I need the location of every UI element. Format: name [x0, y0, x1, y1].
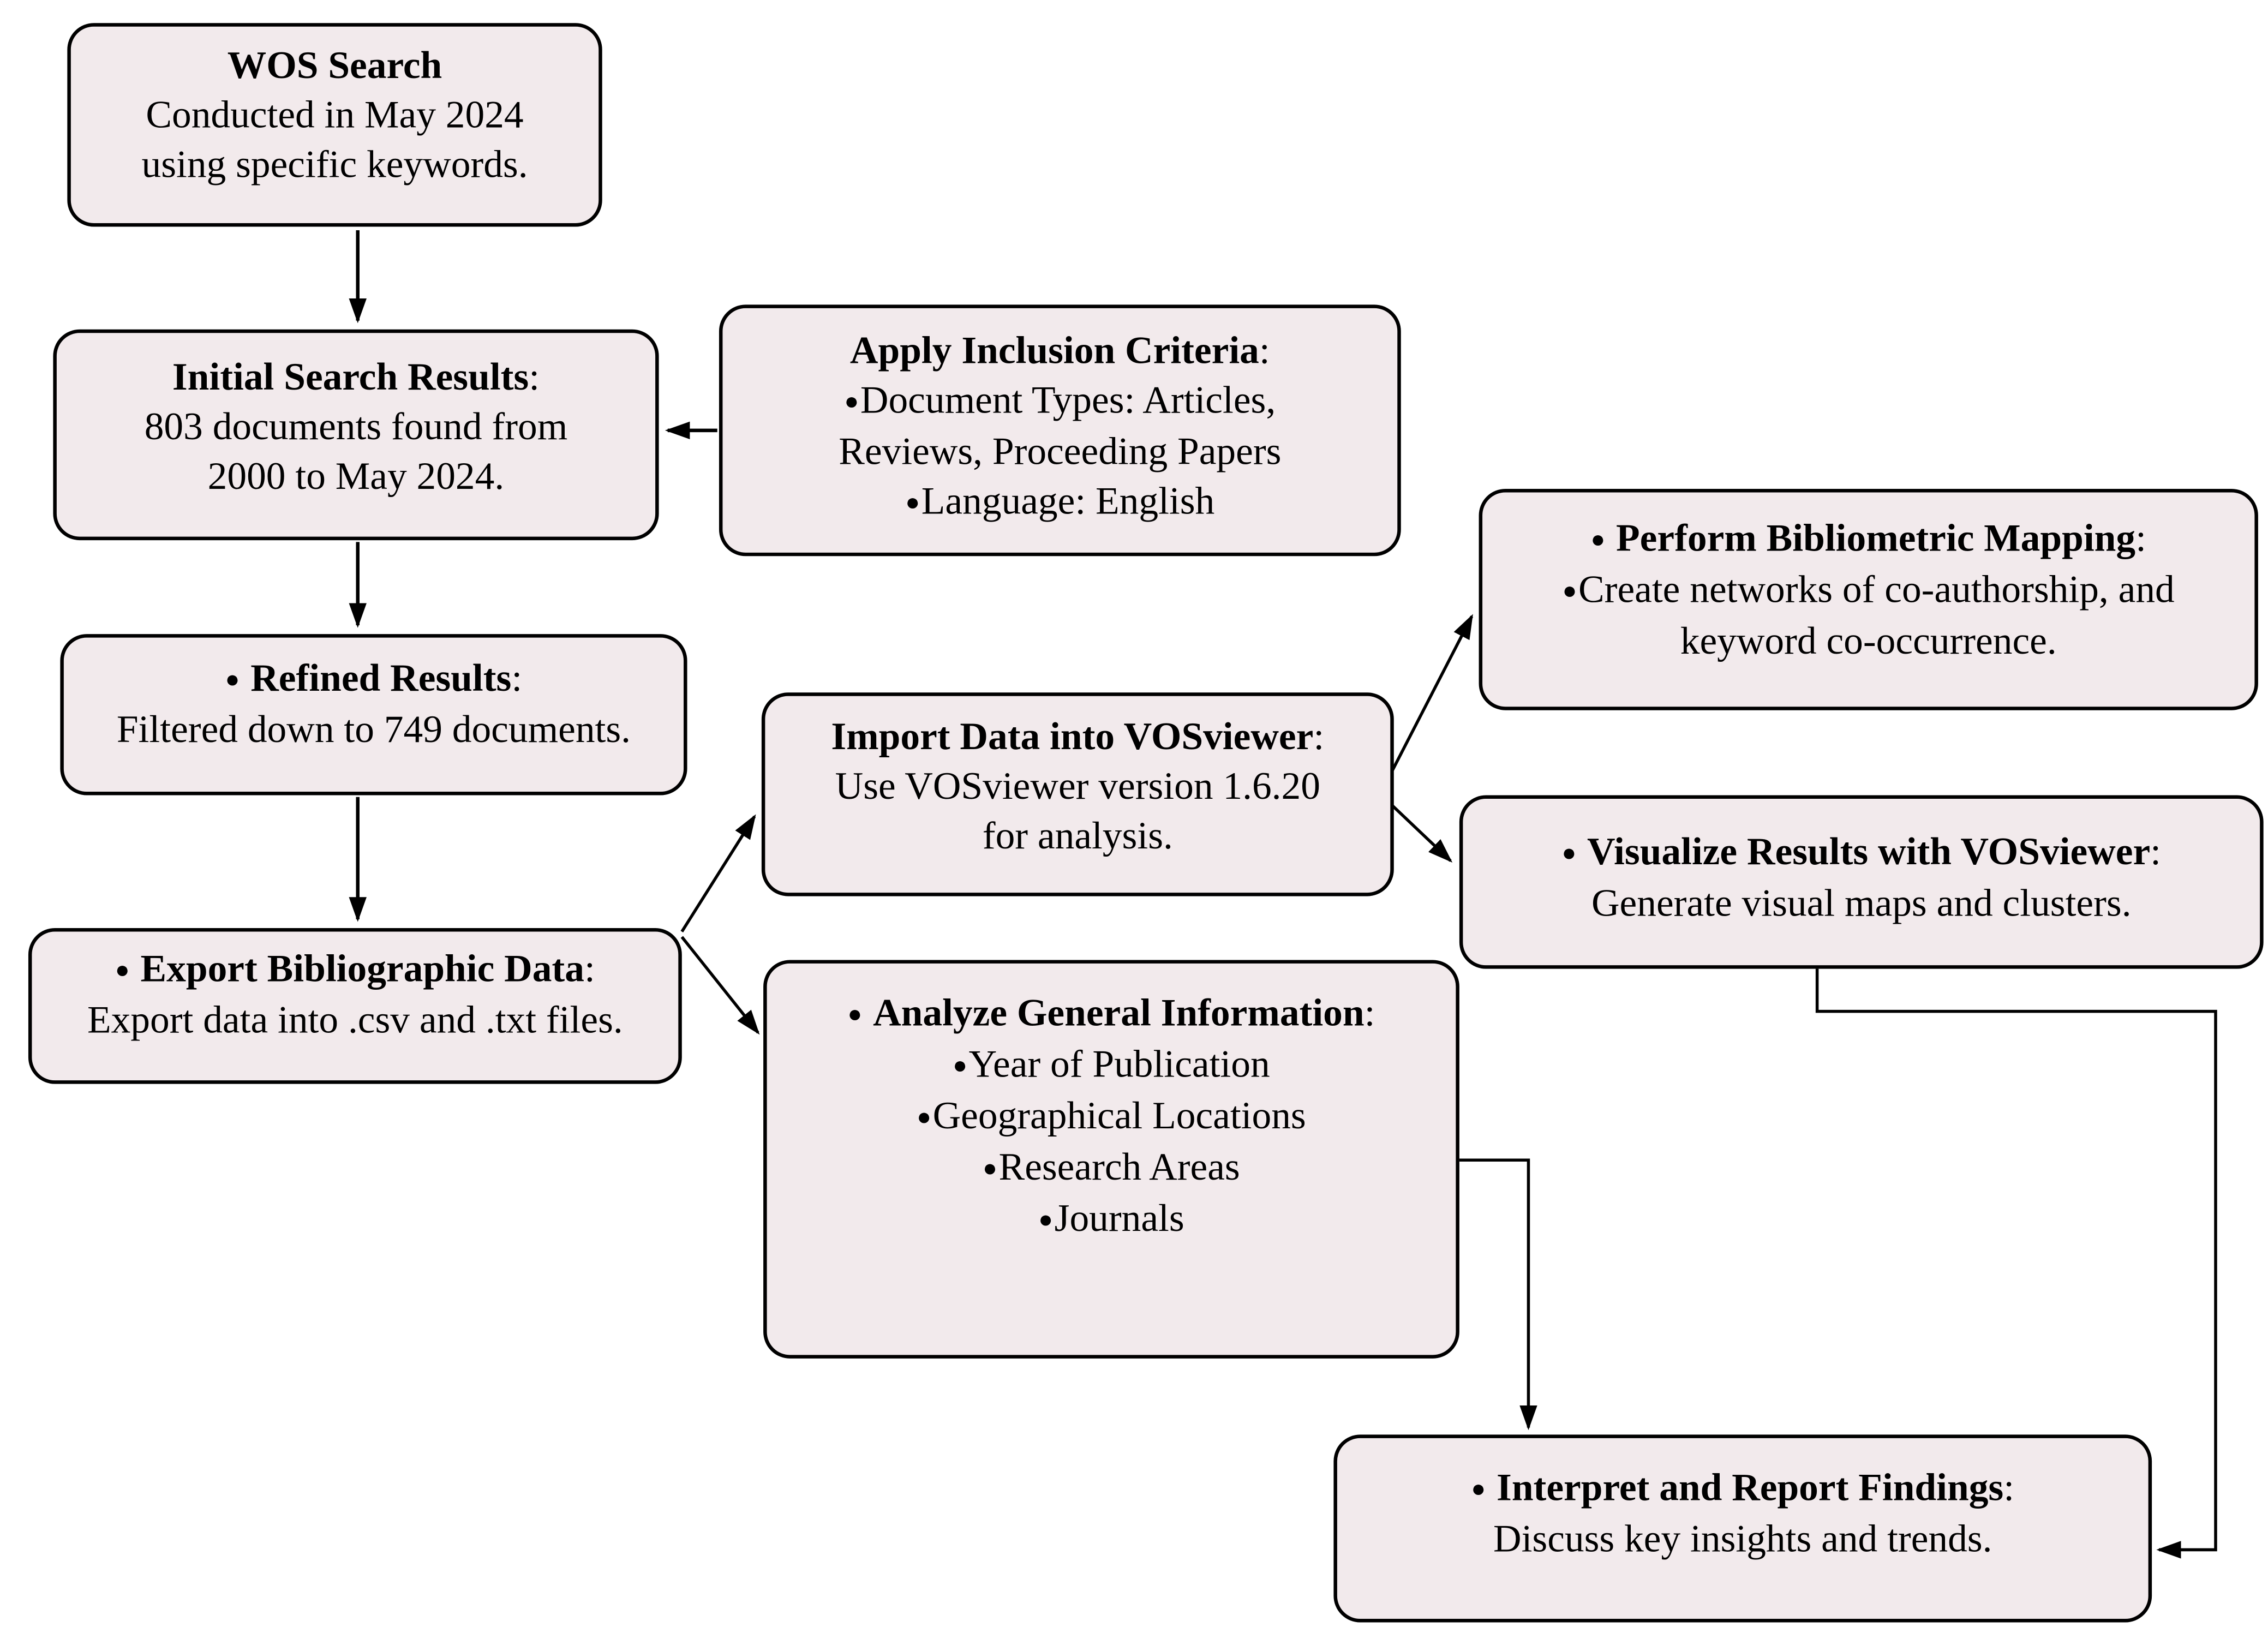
line-bullet: ●: [1038, 1207, 1054, 1234]
node-text-line: Conducted in May 2024: [71, 91, 599, 140]
line-text: Create networks of co-authorship, and: [1578, 567, 2175, 612]
connector-visualize-to-interpret-findings: [1815, 968, 2217, 1559]
node-text-line: ●Year of Publication: [767, 1040, 1456, 1091]
line-text: Reviews, Proceeding Papers: [839, 428, 1282, 474]
line-text: Filtered down to 749 documents.: [116, 707, 631, 751]
node-text-line: ●Document Types: Articles,: [722, 375, 1397, 427]
node-title-line: ● Visualize Results with VOSviewer:: [1463, 827, 2260, 878]
node-text-line: for analysis.: [765, 811, 1390, 861]
line-bullet: ●: [1562, 577, 1577, 605]
node-title: Analyze General Information: [873, 990, 1365, 1034]
title-bullet: ●: [115, 956, 130, 983]
line-bullet: ●: [983, 1155, 997, 1182]
title-colon: :: [1313, 714, 1325, 758]
line-text: using specific keywords.: [141, 141, 528, 186]
node-title: WOS Search: [227, 42, 442, 87]
node-interpret-findings: ● Interpret and Report Findings:Discuss k…: [1333, 1434, 2152, 1623]
node-title-line: ● Perform Bibliometric Mapping:: [1482, 513, 2254, 565]
line-bullet: ●: [905, 489, 920, 516]
line-text: Discuss key insights and trends.: [1493, 1516, 1992, 1561]
node-title: Refined Results: [250, 655, 512, 700]
title-bullet: ●: [225, 666, 240, 693]
node-inclusion-criteria: Apply Inclusion Criteria:●Document Types…: [719, 304, 1401, 557]
title-colon: :: [584, 946, 595, 990]
node-text-line: ●Language: English: [722, 477, 1397, 528]
line-bullet: ●: [917, 1104, 931, 1130]
line-text: 2000 to May 2024.: [207, 453, 505, 498]
node-import-vosviewer: Import Data into VOSviewer:Use VOSviewer…: [761, 692, 1394, 896]
node-text-line: 803 documents found from: [57, 402, 655, 452]
title-colon: :: [511, 655, 523, 700]
line-text: 803 documents found from: [144, 404, 568, 448]
line-text: Use VOSviewer version 1.6.20: [835, 763, 1320, 808]
node-title: Visualize Results with VOSviewer: [1587, 829, 2151, 874]
node-export-data: ● Export Bibliographic Data: Export data i…: [28, 928, 682, 1084]
line-text: Geographical Locations: [932, 1093, 1306, 1138]
node-title: Apply Inclusion Criteria: [849, 327, 1259, 372]
node-title: Perform Bibliometric Mapping: [1616, 515, 2136, 560]
node-analyze-info: ●Analyze General Information:●Year of Pu…: [763, 960, 1459, 1359]
line-text: Export data into .csv and .txt files.: [87, 997, 623, 1042]
line-text: Conducted in May 2024: [146, 92, 524, 136]
node-text-line: Reviews, Proceeding Papers: [722, 427, 1397, 477]
line-bullet: ●: [953, 1052, 967, 1079]
node-initial-results: Initial Search Results:803 documents fou…: [53, 329, 659, 541]
node-text-line: Discuss key insights and trends.: [1337, 1515, 2149, 1564]
node-text-line: Export data into .csv and .txt files.: [32, 996, 678, 1045]
node-text-line: keyword co-occurrence.: [1482, 617, 2254, 666]
node-title-line: Initial Search Results:: [57, 352, 655, 402]
node-text-line: Use VOSviewer version 1.6.20: [765, 762, 1390, 811]
title-bullet: ●: [1471, 1475, 1486, 1503]
node-refined-results: ● Refined Results: Filtered down to 749 do…: [60, 634, 687, 795]
node-text-line: ●Journals: [767, 1194, 1456, 1246]
arrow-import-to-bibliometric-mapping: [1380, 614, 1474, 793]
node-text-line: ●Geographical Locations: [767, 1091, 1456, 1142]
title-bullet: ●: [1590, 526, 1606, 553]
node-text-line: Generate visual maps and clusters.: [1463, 878, 2260, 928]
node-title: Initial Search Results: [172, 354, 529, 399]
line-bullet: ●: [844, 388, 859, 415]
line-text: keyword co-occurrence.: [1680, 618, 2057, 663]
line-text: Language: English: [921, 478, 1215, 523]
title-colon: :: [2150, 829, 2162, 874]
node-text-line: ●Research Areas: [767, 1143, 1456, 1194]
title-colon: :: [2003, 1464, 2015, 1509]
title-colon: :: [2135, 515, 2146, 560]
node-text-line: ●Create networks of co-authorship, and: [1482, 565, 2254, 617]
line-text: for analysis.: [982, 813, 1173, 858]
node-title-line: Import Data into VOSviewer:: [765, 712, 1390, 762]
title-colon: :: [529, 354, 540, 399]
arrow-export-to-analyze-info: [680, 936, 760, 1035]
connector-analyze-to-interpret-findings: [1459, 1158, 1537, 1431]
title-colon: :: [1259, 327, 1270, 372]
node-title-line: ● Export Bibliographic Data:: [32, 944, 678, 995]
title-bullet: ●: [847, 1001, 863, 1028]
node-title-line: ● Interpret and Report Findings:: [1337, 1463, 2149, 1514]
node-title-line: WOS Search: [71, 41, 599, 91]
node-bibliometric-mapping: ●Perform Bibliometric Mapping:●Create ne…: [1479, 488, 2258, 710]
line-text: Year of Publication: [968, 1042, 1270, 1086]
node-text-line: Filtered down to 749 documents.: [64, 705, 684, 755]
node-title: Interpret and Report Findings: [1497, 1464, 2004, 1509]
node-text-line: 2000 to May 2024.: [57, 452, 655, 501]
node-title-line: ● Analyze General Information:: [767, 988, 1456, 1039]
node-title: Export Bibliographic Data: [140, 946, 584, 990]
line-text: Journals: [1054, 1196, 1184, 1241]
node-title: Import Data into VOSviewer: [831, 714, 1314, 758]
title-bullet: ●: [1561, 840, 1577, 866]
line-text: Research Areas: [998, 1144, 1240, 1189]
arrow-export-to-import-vosviewer: [680, 814, 756, 932]
line-text: Generate visual maps and clusters.: [1591, 880, 2132, 925]
node-title-line: ● Refined Results:: [64, 654, 684, 705]
title-colon: :: [1364, 990, 1375, 1034]
line-text: Document Types: Articles,: [860, 377, 1276, 422]
node-title-line: Apply Inclusion Criteria:: [722, 326, 1397, 375]
node-text-line: using specific keywords.: [71, 140, 599, 189]
node-visualize-results: ● Visualize Results with VOSviewer: Genera…: [1459, 795, 2264, 969]
